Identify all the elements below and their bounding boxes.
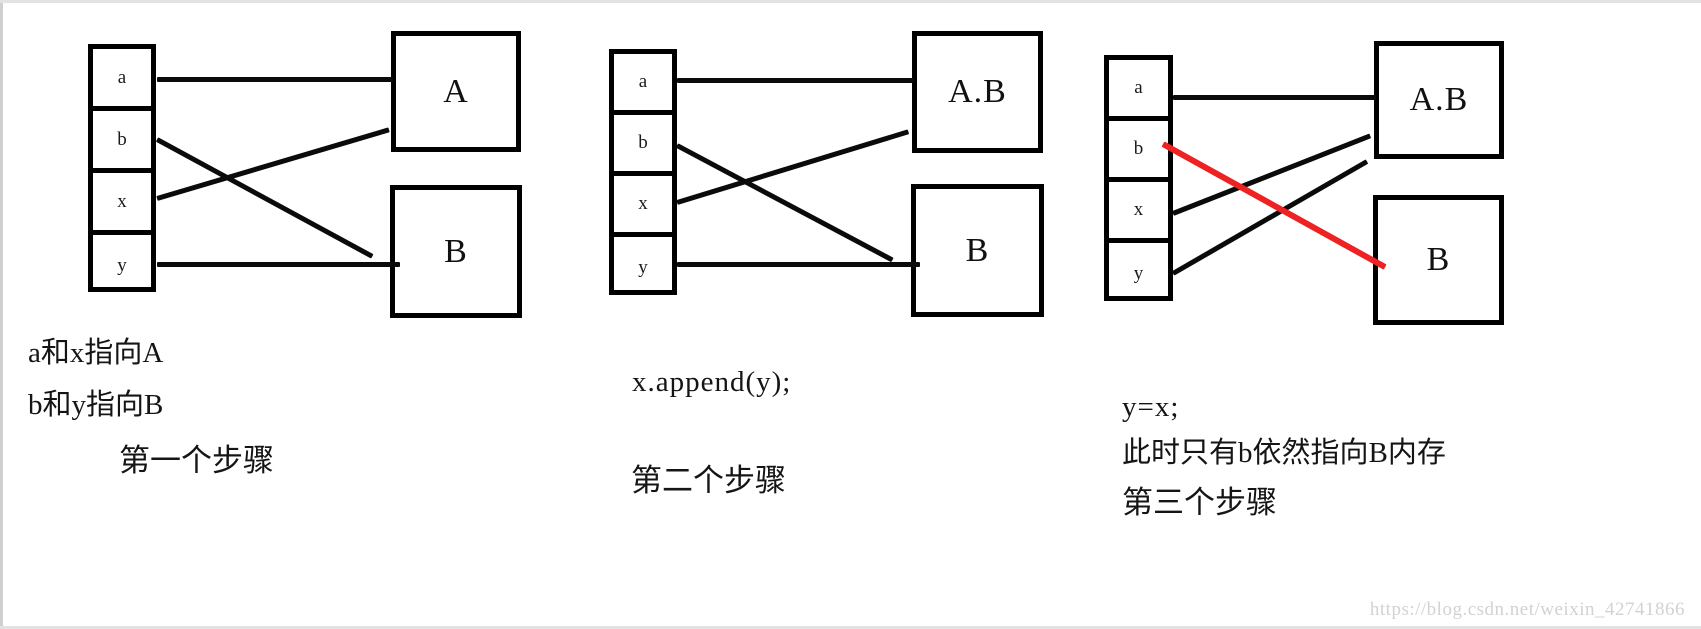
var-cell-b: b	[1109, 121, 1168, 182]
caption-step-2-line-1: x.append(y);	[632, 366, 792, 398]
var-label: x	[638, 193, 648, 214]
var-label: a	[117, 66, 127, 88]
memory-block-label: A.B	[948, 73, 1007, 110]
var-label: y	[638, 256, 648, 278]
var-label: b	[638, 132, 648, 153]
var-cell-x: x	[1109, 182, 1168, 243]
memory-block-B: B	[390, 185, 522, 318]
var-cell-y: y	[614, 237, 672, 298]
caption-step-1-line-1: a和x指向A	[28, 337, 164, 369]
var-label: x	[117, 190, 127, 212]
memory-block-B: B	[911, 184, 1044, 317]
var-label: b	[117, 128, 127, 150]
memory-block-label: A	[443, 72, 469, 110]
step-label-1: 第一个步骤	[119, 443, 274, 478]
memory-block-label: B	[444, 232, 468, 270]
edge-x-to-A	[156, 127, 390, 201]
var-label: a	[638, 71, 648, 92]
step-label-2: 第二个步骤	[631, 463, 786, 498]
caption-step-3-line-2: 此时只有b依然指向B内存	[1122, 437, 1446, 469]
edge-b-to-B	[155, 137, 374, 259]
caption-step-1-line-2: b和y指向B	[28, 389, 164, 421]
variable-stack-2: a b x y	[609, 49, 677, 295]
var-cell-y: y	[93, 235, 151, 297]
edge-a-to-AB	[1173, 95, 1376, 100]
memory-block-label: B	[965, 231, 990, 269]
edge-y-to-B	[677, 262, 920, 267]
edge-a-to-A	[157, 77, 393, 82]
watermark-url: https://blog.csdn.net/weixin_42741866	[1369, 599, 1685, 620]
var-cell-y: y	[1109, 243, 1168, 304]
variable-stack-3: a b x y	[1104, 55, 1173, 301]
memory-block-label: B	[1426, 241, 1451, 278]
edge-y-to-B	[157, 262, 400, 267]
memory-block-AB: A.B	[1374, 41, 1504, 159]
page-border-top	[0, 0, 1701, 3]
var-cell-a: a	[1109, 60, 1168, 121]
edge-x-to-AB	[676, 129, 910, 205]
variable-stack-1: a b x y	[88, 44, 156, 292]
var-label: y	[1133, 262, 1144, 284]
var-cell-x: x	[614, 176, 672, 237]
memory-block-AB: A.B	[912, 31, 1043, 153]
memory-block-B: B	[1373, 195, 1504, 325]
edge-b-to-B	[675, 143, 894, 263]
var-label: a	[1134, 77, 1143, 98]
caption-step-3-line-1: y=x;	[1122, 391, 1180, 423]
page-border-left	[0, 0, 3, 629]
var-cell-a: a	[93, 49, 151, 111]
var-label: b	[1133, 138, 1144, 159]
var-cell-x: x	[93, 173, 151, 235]
var-label: y	[117, 255, 127, 276]
var-cell-b: b	[614, 115, 672, 176]
memory-block-label: A.B	[1409, 81, 1469, 118]
var-label: x	[1133, 199, 1144, 220]
var-cell-a: a	[614, 54, 672, 115]
edge-a-to-AB	[677, 78, 914, 83]
step-label-3: 第三个步骤	[1122, 485, 1277, 520]
var-cell-b: b	[93, 111, 151, 173]
memory-block-A: A	[391, 31, 521, 152]
page-border-bottom	[0, 626, 1701, 629]
